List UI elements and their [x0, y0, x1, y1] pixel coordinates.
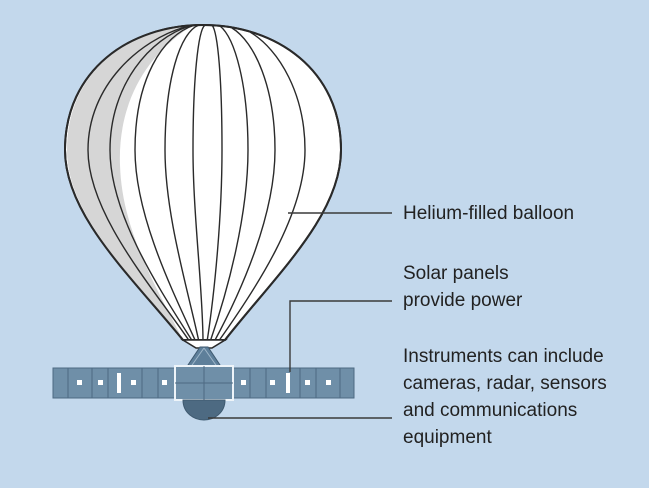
- tether-cone: [185, 346, 223, 369]
- solar-panel-left: [52, 367, 176, 399]
- balloon-gores: [87, 24, 306, 343]
- solar-panel-right: [232, 367, 355, 399]
- instrument-pod: [174, 365, 234, 421]
- balloon-neck: [180, 339, 228, 349]
- solar-panel-array: [52, 367, 355, 399]
- instrument-dome: [182, 399, 226, 421]
- instruments-label: Instruments can include cameras, radar, …: [403, 346, 607, 448]
- balloon-envelope: [63, 23, 343, 349]
- balloon-shade: [67, 27, 190, 340]
- leader-lines: [208, 212, 392, 419]
- balloon-label: Helium-filled balloon: [403, 203, 575, 224]
- solar-panels-label: Solar panels provide power: [403, 263, 523, 311]
- leader-solar: [289, 300, 392, 372]
